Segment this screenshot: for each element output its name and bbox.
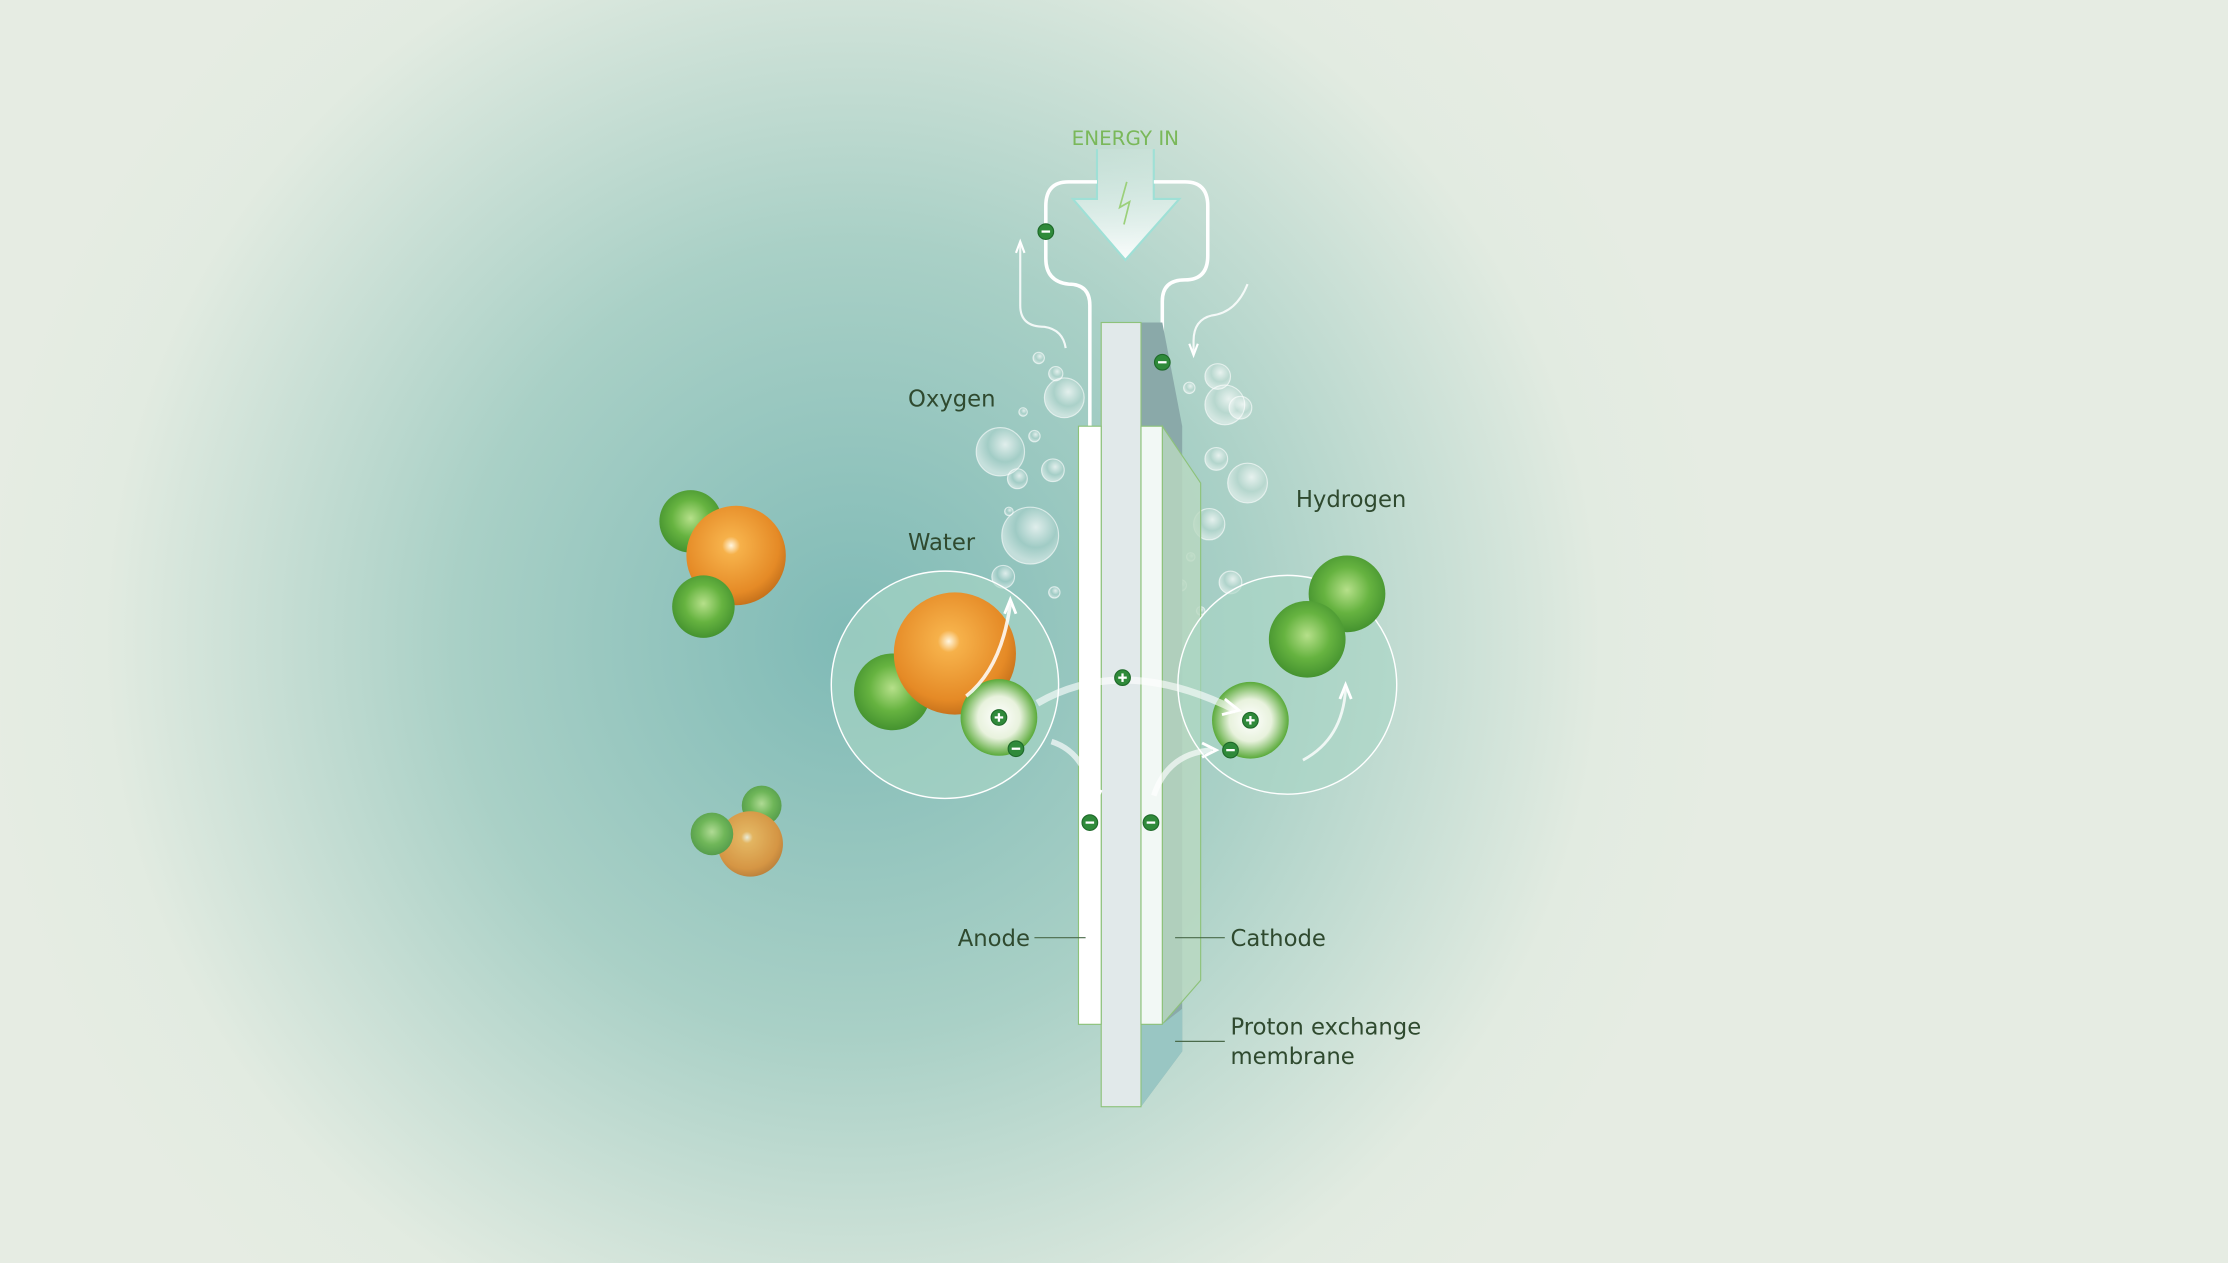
water-molecule-large <box>659 490 786 638</box>
water-label: Water <box>908 530 976 556</box>
hydrogen-molecule <box>1268 555 1386 678</box>
electron-charge-icon <box>1037 223 1055 240</box>
electrolyzer-cell <box>1077 321 1202 1108</box>
electron-charge-icon <box>1142 814 1160 831</box>
energy-in-label: ENERGY IN <box>1072 127 1179 150</box>
electron-charge-icon <box>1081 814 1099 831</box>
oxygen-out-arrow <box>1019 244 1067 349</box>
hydrogen-in-arrow <box>1192 283 1249 353</box>
electron-to-anode-arrow <box>1050 738 1097 804</box>
proton-exchange-membrane <box>1100 321 1142 1108</box>
oxygen-label: Oxygen <box>908 386 996 412</box>
cathode-label: Cathode <box>1230 926 1325 952</box>
hydrogen-label: Hydrogen <box>1296 487 1407 513</box>
cathode-plate <box>1140 425 1163 1025</box>
circuit-wire <box>1044 180 1210 427</box>
proton-charge-icon <box>990 709 1008 726</box>
electron-charge-icon <box>1007 740 1025 758</box>
electron-charge-icon <box>1222 741 1239 759</box>
anode-plate <box>1077 425 1102 1025</box>
electron-charge-icon <box>1153 353 1171 371</box>
proton-charge-icon <box>1114 669 1131 687</box>
membrane-label-line2: membrane <box>1230 1044 1354 1070</box>
electron-from-cathode-arrow <box>1151 747 1213 797</box>
lightning-bolt-icon <box>1118 181 1131 225</box>
anode-label: Anode <box>958 926 1030 952</box>
proton-charge-icon <box>1242 711 1259 729</box>
energy-in-arrow: ENERGY IN <box>1070 127 1182 262</box>
membrane-label-line1: Proton exchange <box>1230 1014 1421 1040</box>
water-molecule-small <box>690 785 783 877</box>
